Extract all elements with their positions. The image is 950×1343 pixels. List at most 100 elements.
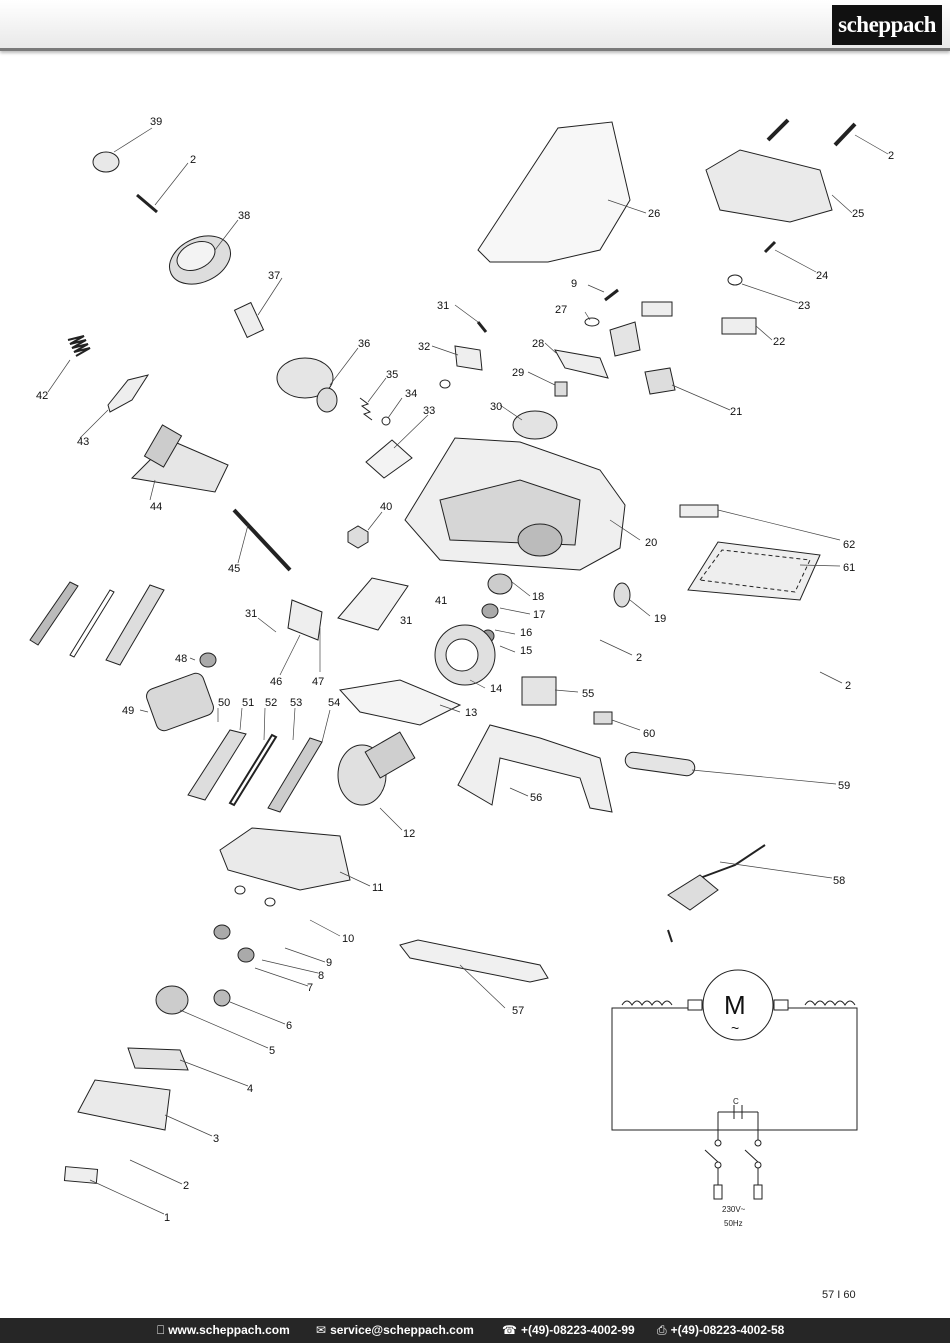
callout-number: 2	[183, 1180, 189, 1192]
phone-icon: ☎	[502, 1323, 517, 1337]
callout-number: 55	[582, 688, 594, 700]
part-screw-2-tr-a	[766, 118, 790, 142]
callout-number: 36	[358, 338, 370, 350]
callout-number: 46	[270, 676, 282, 688]
callout-number: 2	[636, 652, 642, 664]
part-pulley-30	[512, 410, 558, 440]
callout-number: 15	[520, 645, 532, 657]
computer-icon: ⎕	[157, 1323, 165, 1337]
callout-number: 6	[286, 1020, 292, 1032]
part-cover-25	[705, 149, 833, 223]
callout-number: 47	[312, 676, 324, 688]
callout-number: 56	[530, 792, 542, 804]
callout-number: 1	[164, 1212, 170, 1224]
part-nut-top	[439, 379, 451, 389]
part-block-top	[641, 301, 673, 317]
callout-number: 30	[490, 401, 502, 413]
callout-number: 9	[571, 278, 577, 290]
callout-number: 28	[532, 338, 544, 350]
callout-number: 34	[405, 388, 417, 400]
part-screw-2-top	[136, 193, 158, 214]
part-washer-27	[584, 317, 600, 327]
callout-number: 27	[555, 304, 567, 316]
callout-number: 57	[512, 1005, 524, 1017]
part-bearings-7-10	[213, 885, 276, 963]
part-capacitor-22	[721, 317, 757, 335]
callout-number: 31	[437, 300, 449, 312]
part-guide-47	[337, 577, 409, 631]
part-screw-24	[763, 240, 777, 254]
footer-fax: ⎙+(49)-08223-4002-58	[657, 1318, 784, 1343]
part-pulley-5	[155, 985, 189, 1015]
callout-number: 11	[372, 882, 383, 894]
callout-number: 8	[318, 970, 324, 982]
field-coil-right	[804, 1000, 856, 1006]
callout-number: 7	[307, 982, 313, 994]
callout-number: 35	[386, 369, 398, 381]
footer-email[interactable]: ✉service@scheppach.com	[316, 1318, 474, 1343]
part-spring-35	[359, 397, 373, 421]
part-sleeve-37	[233, 301, 265, 339]
frequency-label: 50Hz	[724, 1219, 743, 1228]
part-spring-42	[67, 335, 91, 357]
callout-number: 4	[247, 1083, 253, 1095]
brand-logo: scheppach	[832, 5, 942, 45]
callout-number: 37	[268, 270, 280, 282]
callout-number: 10	[342, 933, 354, 945]
part-screw-31-top	[476, 321, 488, 333]
wiring-diagram	[611, 969, 858, 1200]
part-baffle-13	[339, 679, 462, 726]
callout-number: 58	[833, 875, 845, 887]
part-armature-12	[337, 731, 416, 806]
website-text: www.scheppach.com	[168, 1323, 290, 1337]
callout-number: 3	[213, 1133, 219, 1145]
callout-number: 33	[423, 405, 435, 417]
footer-website[interactable]: ⎕www.scheppach.com	[157, 1318, 290, 1343]
part-pin-29	[554, 381, 568, 397]
callout-number: 24	[816, 270, 828, 282]
callout-number: 31	[400, 615, 412, 627]
callout-number: 45	[228, 563, 240, 575]
part-housing-20	[404, 437, 626, 571]
motor-label: M	[724, 990, 746, 1020]
callout-number: 51	[242, 697, 254, 709]
email-text: service@scheppach.com	[330, 1323, 474, 1337]
part-blade-50-53	[187, 729, 323, 813]
part-pulley-6	[213, 989, 231, 1007]
callout-number: 50	[218, 697, 230, 709]
part-bracket-28	[554, 349, 609, 379]
callout-number: 43	[77, 436, 89, 448]
part-bracket-46	[287, 599, 323, 641]
callout-number: 61	[843, 562, 855, 574]
voltage-label: 230V~	[722, 1205, 746, 1214]
part-screw-2-tr-b	[833, 122, 857, 147]
part-cap-60	[593, 711, 613, 725]
part-screw-9	[604, 288, 619, 302]
callout-number: 17	[533, 609, 545, 621]
leader-lines	[47, 127, 889, 1215]
part-nut-34	[381, 416, 391, 426]
part-wrench-57	[399, 939, 549, 983]
footer-phone: ☎+(49)-08223-4002-99	[502, 1318, 635, 1343]
part-stator-14	[434, 624, 496, 686]
callout-number: 29	[512, 367, 524, 379]
callout-number: 48	[175, 653, 187, 665]
callout-number: 22	[773, 336, 785, 348]
part-cap-39	[92, 151, 120, 173]
part-bearings-15-18	[481, 573, 513, 643]
page-header: scheppach	[0, 0, 950, 51]
part-label-62	[679, 504, 719, 518]
callout-number: 62	[843, 539, 855, 551]
callout-number: 5	[269, 1045, 275, 1057]
callout-number: 53	[290, 697, 302, 709]
fax-icon: ⎙	[657, 1323, 667, 1337]
callout-number: 41	[435, 595, 447, 607]
callout-number: 12	[403, 828, 415, 840]
part-label-1	[63, 1166, 99, 1184]
part-callouts: 39 2 38 37 36 35 34 33 42 43 44 45 40 26…	[36, 116, 894, 1224]
part-gear-cover-11	[219, 827, 351, 891]
part-cover-3	[77, 1079, 171, 1131]
callout-number: 39	[150, 116, 162, 128]
callout-number: 23	[798, 300, 810, 312]
callout-number: 20	[645, 537, 657, 549]
